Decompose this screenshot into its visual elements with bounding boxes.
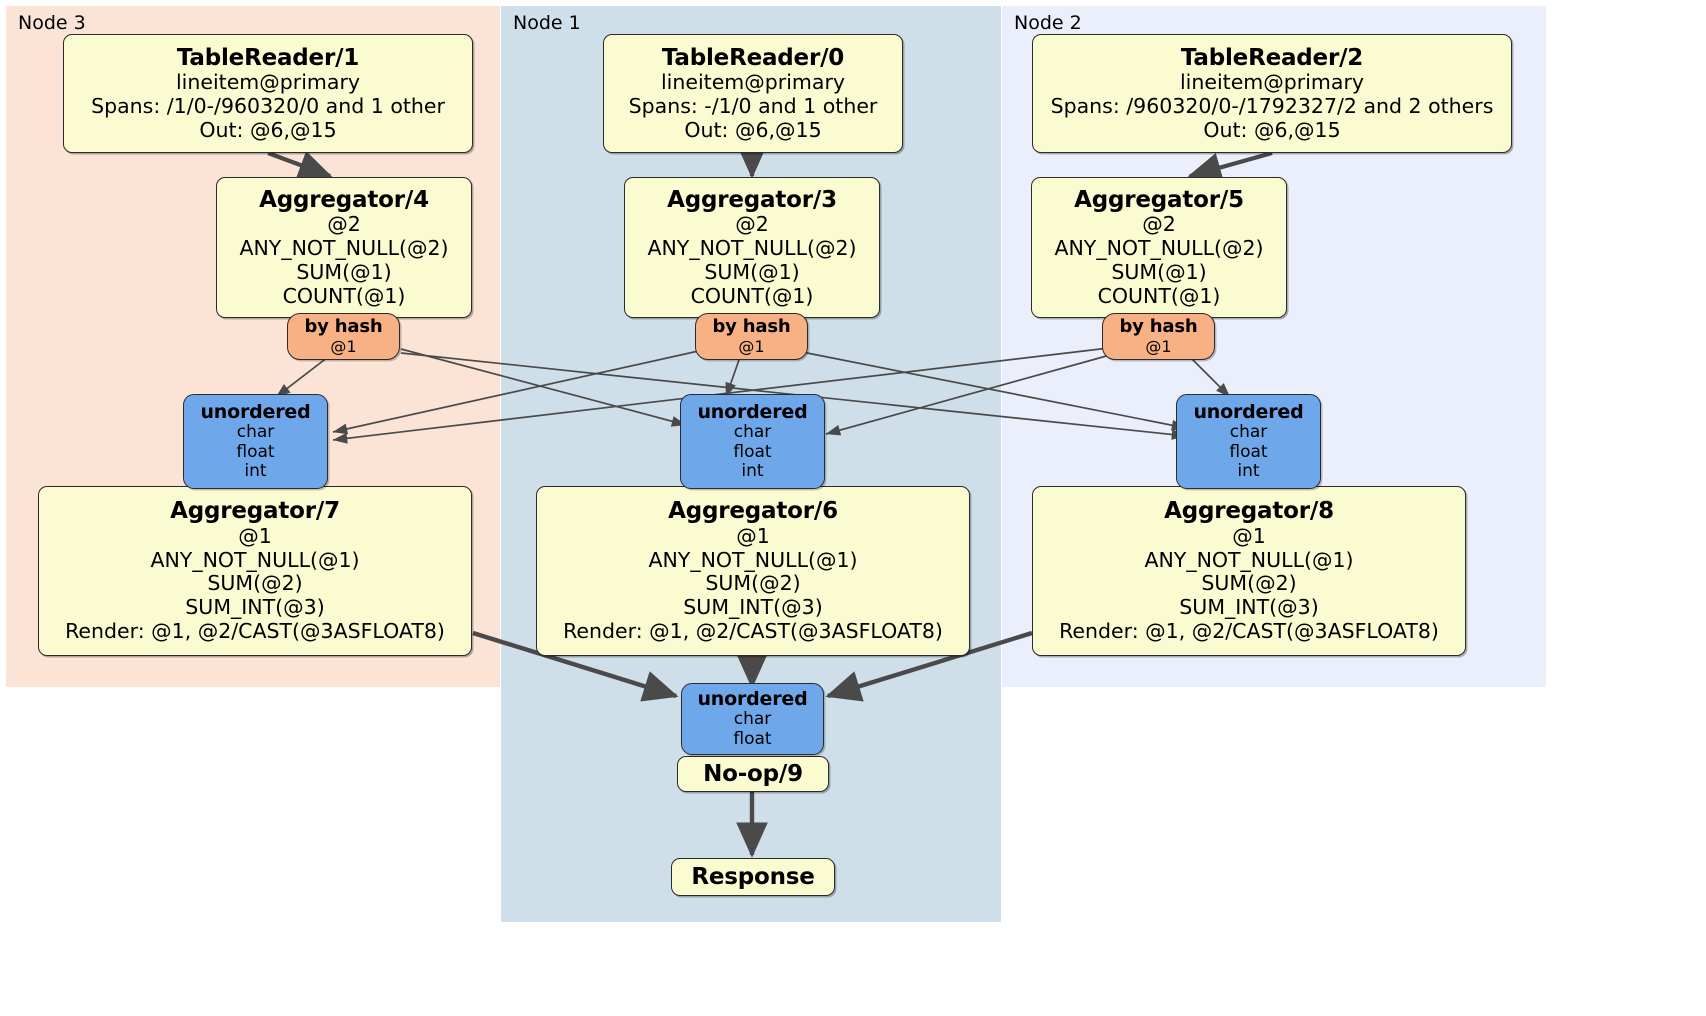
node-aggregator-8[interactable]: Aggregator/8 @1 ANY_NOT_NULL(@1) SUM(@2)… [1032, 486, 1466, 656]
node-line: SUM(@2) [705, 571, 801, 596]
node-aggregator-4[interactable]: Aggregator/4 @2 ANY_NOT_NULL(@2) SUM(@1)… [216, 177, 472, 318]
sync-line: float [733, 441, 772, 462]
node-line: SUM_INT(@3) [185, 595, 325, 620]
node-line: @1 [736, 523, 770, 548]
node-line: @1 [1232, 523, 1266, 548]
router-title: by hash [304, 315, 383, 337]
synchronizer-unordered-center[interactable]: unordered char float int [680, 394, 825, 489]
node-line: SUM(@1) [704, 259, 800, 284]
node-tablereader-2[interactable]: TableReader/2 lineitem@primary Spans: /9… [1032, 34, 1512, 153]
node-line: Render: @1, @2/CAST(@3ASFLOAT8) [1059, 618, 1439, 643]
node-title: TableReader/0 [661, 44, 845, 71]
sync-line: float [236, 441, 275, 462]
node-line: lineitem@primary [1179, 70, 1365, 95]
node-title: Aggregator/4 [259, 186, 429, 213]
cluster-node-3-label: Node 3 [18, 12, 86, 34]
sync-line: char [1229, 421, 1268, 442]
node-title: Aggregator/8 [1164, 498, 1334, 525]
node-line: SUM(@1) [296, 259, 392, 284]
router-by-hash-right[interactable]: by hash @1 [1102, 313, 1215, 360]
node-line: ANY_NOT_NULL(@2) [239, 236, 449, 261]
node-line: ANY_NOT_NULL(@1) [648, 547, 858, 572]
node-title: No-op/9 [703, 760, 803, 787]
node-line: Out: @6,@15 [199, 117, 337, 142]
node-aggregator-6[interactable]: Aggregator/6 @1 ANY_NOT_NULL(@1) SUM(@2)… [536, 486, 970, 656]
node-line: @2 [735, 212, 769, 237]
node-line: @2 [327, 212, 361, 237]
sync-title: unordered [697, 688, 808, 711]
node-title: Aggregator/3 [667, 186, 837, 213]
router-title: by hash [1119, 315, 1198, 337]
node-line: Render: @1, @2/CAST(@3ASFLOAT8) [563, 618, 943, 643]
node-aggregator-5[interactable]: Aggregator/5 @2 ANY_NOT_NULL(@2) SUM(@1)… [1031, 177, 1287, 318]
synchronizer-unordered-right[interactable]: unordered char float int [1176, 394, 1321, 489]
node-line: Out: @6,@15 [1203, 117, 1341, 142]
router-line: @1 [738, 336, 765, 356]
sync-line: char [733, 709, 772, 730]
node-tablereader-1[interactable]: TableReader/1 lineitem@primary Spans: /1… [63, 34, 473, 153]
node-line: Spans: /960320/0-/1792327/2 and 2 others [1050, 93, 1494, 118]
node-line: SUM_INT(@3) [683, 595, 823, 620]
node-line: Spans: -/1/0 and 1 other [628, 93, 878, 118]
node-line: SUM(@2) [1201, 571, 1297, 596]
node-line: @2 [1142, 212, 1176, 237]
router-by-hash-left[interactable]: by hash @1 [287, 313, 400, 360]
sync-line: int [1237, 461, 1260, 482]
node-title: Aggregator/6 [668, 498, 838, 525]
node-line: COUNT(@1) [690, 283, 814, 308]
router-line: @1 [330, 336, 357, 356]
node-line: lineitem@primary [175, 70, 361, 95]
node-line: ANY_NOT_NULL(@1) [150, 547, 360, 572]
synchronizer-unordered-left[interactable]: unordered char float int [183, 394, 328, 489]
sync-title: unordered [200, 400, 311, 423]
node-line: ANY_NOT_NULL(@1) [1144, 547, 1354, 572]
node-line: Out: @6,@15 [684, 117, 822, 142]
cluster-node-2-label: Node 2 [1014, 12, 1082, 34]
router-line: @1 [1145, 336, 1172, 356]
node-title: Aggregator/5 [1074, 186, 1244, 213]
synchronizer-unordered-final[interactable]: unordered char float [681, 683, 824, 755]
sync-line: int [244, 461, 267, 482]
node-line: ANY_NOT_NULL(@2) [647, 236, 857, 261]
node-aggregator-7[interactable]: Aggregator/7 @1 ANY_NOT_NULL(@1) SUM(@2)… [38, 486, 472, 656]
node-line: Render: @1, @2/CAST(@3ASFLOAT8) [65, 618, 445, 643]
node-line: lineitem@primary [660, 70, 846, 95]
node-aggregator-3[interactable]: Aggregator/3 @2 ANY_NOT_NULL(@2) SUM(@1)… [624, 177, 880, 318]
node-title: TableReader/1 [176, 44, 360, 71]
node-line: SUM(@1) [1111, 259, 1207, 284]
node-line: ANY_NOT_NULL(@2) [1054, 236, 1264, 261]
node-line: COUNT(@1) [1097, 283, 1221, 308]
node-line: SUM(@2) [207, 571, 303, 596]
node-line: COUNT(@1) [282, 283, 406, 308]
node-line: Spans: /1/0-/960320/0 and 1 other [91, 93, 445, 118]
sync-line: float [733, 729, 772, 750]
sync-line: int [741, 461, 764, 482]
sync-line: char [733, 421, 772, 442]
router-title: by hash [712, 315, 791, 337]
node-no-op-9[interactable]: No-op/9 [677, 756, 829, 792]
node-response[interactable]: Response [671, 858, 835, 896]
node-line: SUM_INT(@3) [1179, 595, 1319, 620]
cluster-node-1-label: Node 1 [513, 12, 581, 34]
sync-line: float [1229, 441, 1268, 462]
node-title: Aggregator/7 [170, 498, 340, 525]
sync-title: unordered [1193, 400, 1304, 423]
sync-title: unordered [697, 400, 808, 423]
router-by-hash-center[interactable]: by hash @1 [695, 313, 808, 360]
sync-line: char [236, 421, 275, 442]
node-line: @1 [238, 523, 272, 548]
node-title: Response [691, 863, 815, 890]
node-tablereader-0[interactable]: TableReader/0 lineitem@primary Spans: -/… [603, 34, 903, 153]
node-title: TableReader/2 [1180, 44, 1364, 71]
